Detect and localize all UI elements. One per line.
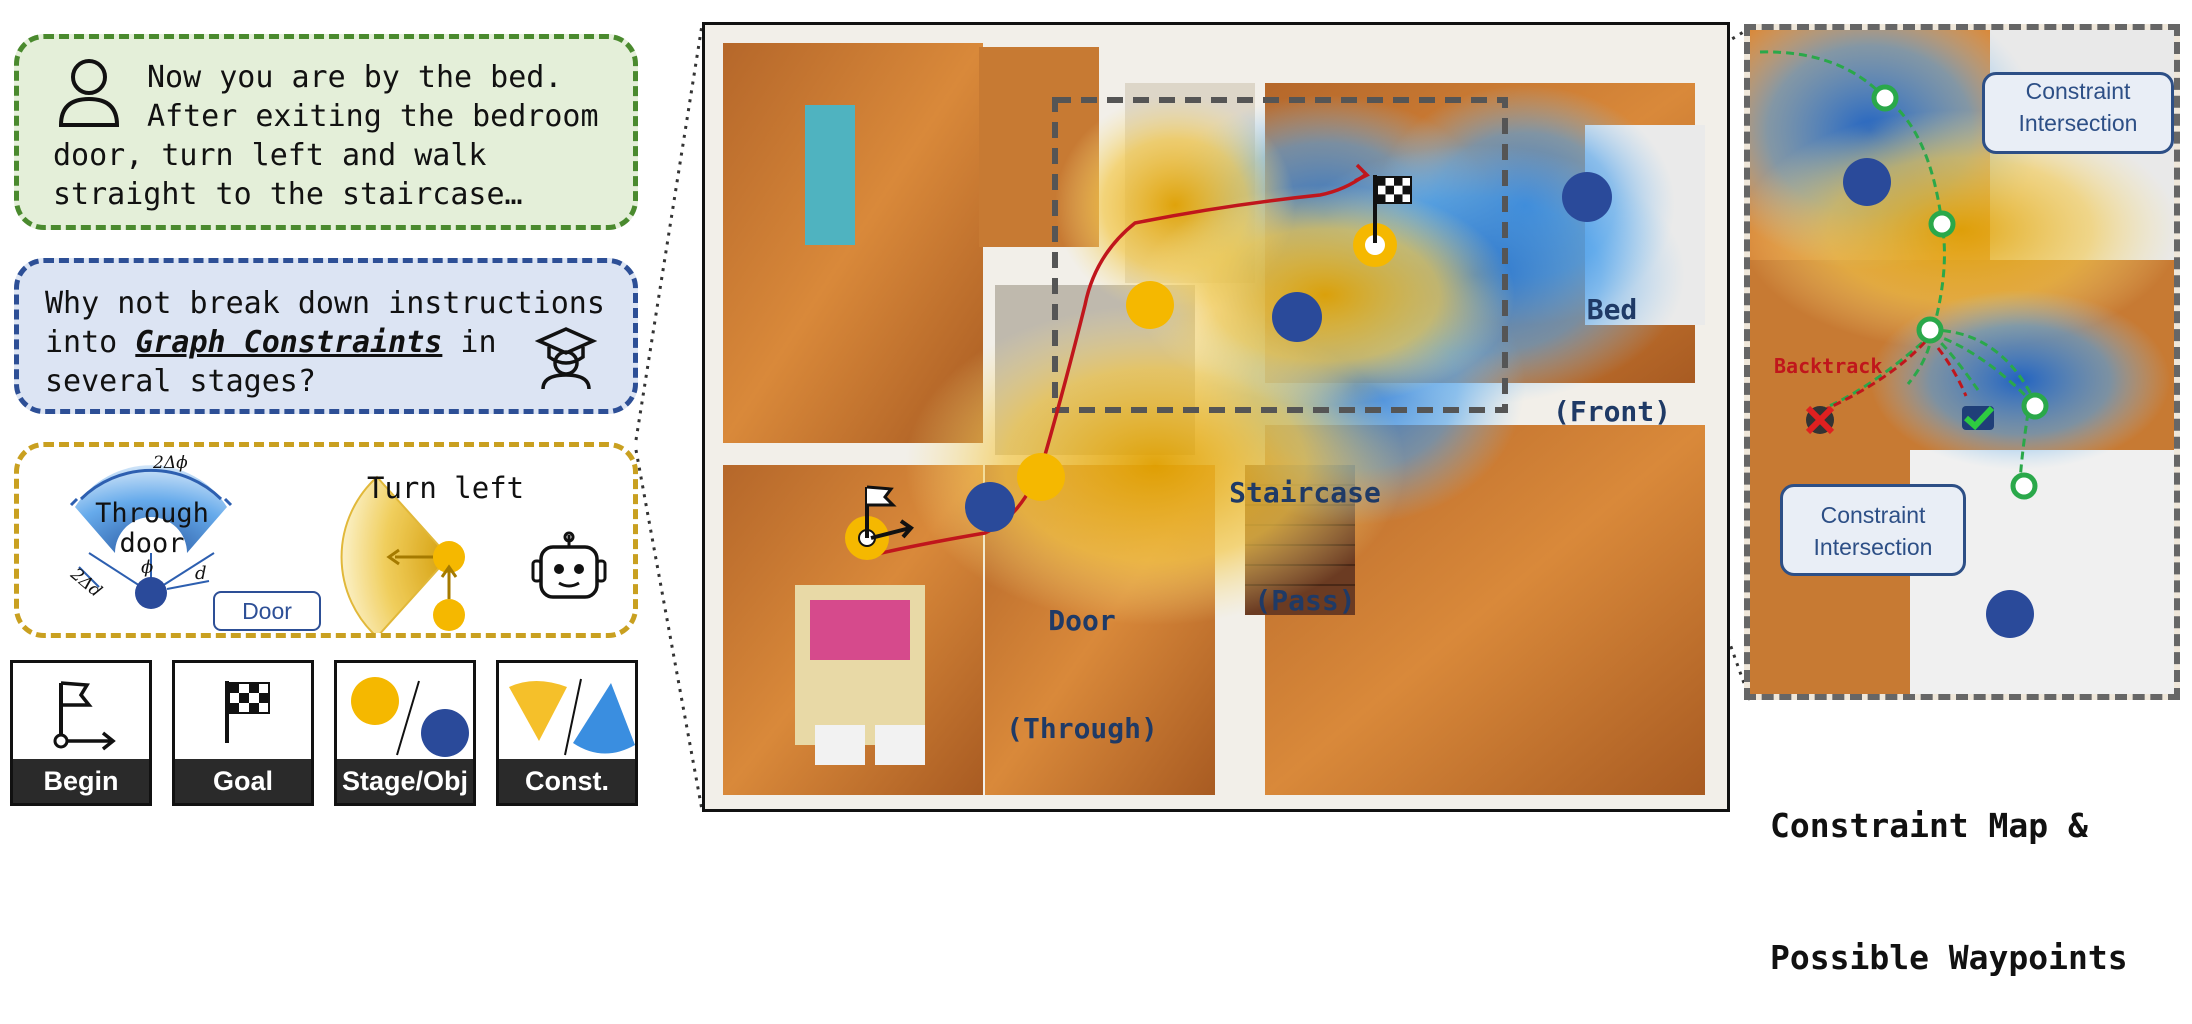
through-door-label: Through door [95,498,209,559]
legend-label-begin: Begin [13,759,149,803]
bed-label: Bed (Front) [1553,293,1672,428]
backtrack-label: Backtrack [1774,354,1883,378]
bed-object-dot [1562,172,1612,222]
start-flag-icon [53,681,116,751]
turn-left-label: Turn left [367,471,525,505]
instruction-line-4: straight to the staircase… [53,177,523,212]
graph-constraints-emphasis: Graph Constraints [135,325,443,360]
question-panel: Why not break down instructions into Gra… [14,258,638,414]
instruction-line-3: door, turn left and walk [53,138,487,173]
accepted-waypoint-icon [1962,405,1995,431]
user-icon [58,59,120,127]
constraint-sector-icon [509,678,635,756]
stage-dot [1017,453,1065,501]
staircase-object-dot [1272,292,1322,342]
floor-plan-map: Bed (Front) Staircase (Pass) Door (Throu… [702,22,1730,812]
legend-label-const: Const. [499,759,635,803]
checkered-flag-icon [225,681,270,743]
legend-const: Const. [496,660,638,806]
stage-object-dots-icon [351,677,469,757]
robot-icon [531,531,607,599]
legend-goal: Goal [172,660,314,806]
legend-label-goal: Goal [175,759,311,803]
zoom-panel: Constraint Intersection Constraint Inter… [1744,24,2180,700]
d-label: d [195,563,207,584]
legend-stage-obj: Stage/Obj [334,660,476,806]
question-line-1: Why not break down instructions [45,286,605,321]
instruction-line-1: Now you are by the bed. [147,60,563,95]
question-line-2: into Graph Constraints in [45,325,497,360]
zoom-caption: Constraint Map & Possible Waypoints [1770,806,2128,977]
constraint-panel: 2Δϕ 2Δd ϕ d Through door Door Turn left [14,442,638,638]
floor-plan-graphic [723,43,1705,795]
door-object-dot [135,577,167,609]
trajectory-path [872,173,1367,557]
door-tag: Door [213,591,321,631]
angle-label-top: 2Δϕ [153,453,188,473]
checkered-flag-icon [1373,175,1412,243]
graduate-icon [535,327,597,390]
stage-dot [1126,281,1174,329]
staircase-label: Staircase (Pass) [1229,476,1381,617]
question-line-3: several stages? [45,364,316,399]
start-flag-icon [865,485,914,540]
callout-bottom: Constraint Intersection [1780,484,1966,576]
door-object-dot [965,482,1015,532]
phi-label: ϕ [141,557,154,578]
constraint-illustration [69,465,465,633]
instruction-panel: Now you are by the bed. After exiting th… [14,34,638,230]
legend-label-stage-obj: Stage/Obj [337,759,473,803]
instruction-line-2: After exiting the bedroom [147,99,599,134]
door-label: Door (Through) [1006,604,1158,745]
legend-begin: Begin [10,660,152,806]
callout-top: Constraint Intersection [1982,72,2174,154]
rejected-waypoint-icon [1805,405,1835,435]
